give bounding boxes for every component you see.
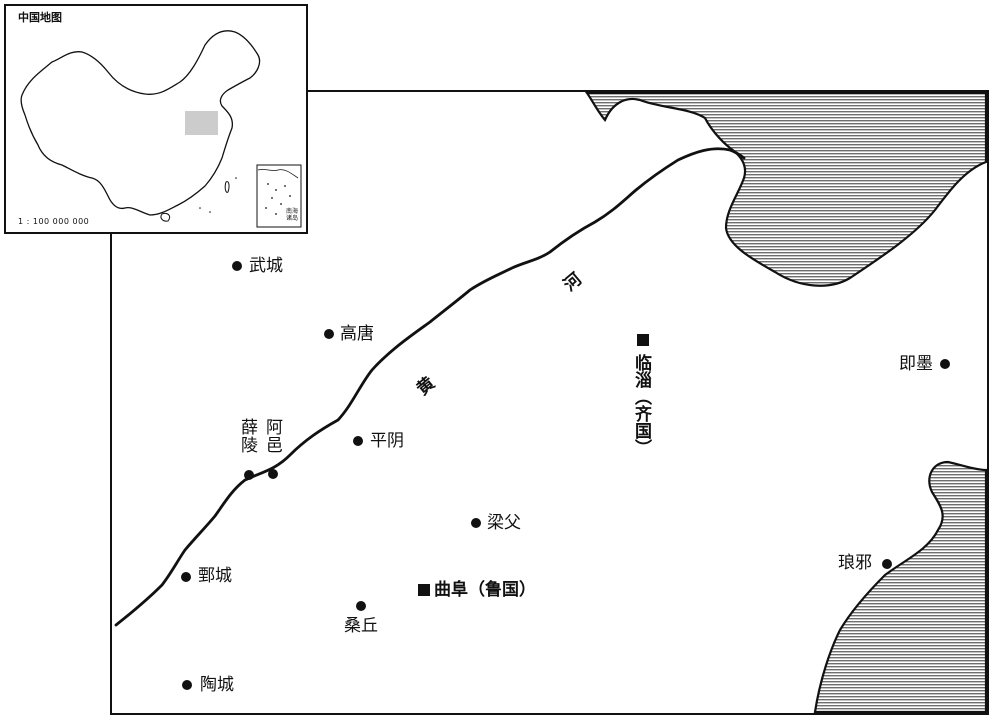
marker-wucheng xyxy=(232,261,242,271)
marker-sangqiu xyxy=(356,601,366,611)
marker-ayi xyxy=(268,469,278,479)
marker-langye xyxy=(882,559,892,569)
marker-gaotang xyxy=(324,329,334,339)
label-liangfu: 梁父 xyxy=(487,513,521,533)
label-ayi: 阿邑 xyxy=(262,418,282,454)
marker-pingyin xyxy=(353,436,363,446)
inset-hainan xyxy=(160,213,171,222)
label-linzi: 临淄（齐国） xyxy=(631,354,651,456)
label-pingyin: 平阴 xyxy=(370,431,404,451)
marker-xueling xyxy=(244,470,254,480)
label-langye: 琅邪 xyxy=(838,553,872,573)
inset-scattered-dots xyxy=(199,177,237,213)
marker-liangfu xyxy=(471,518,481,528)
label-wucheng: 武城 xyxy=(249,256,283,276)
marker-juancheng xyxy=(181,572,191,582)
marker-jimo xyxy=(940,359,950,369)
label-sangqiu: 桑丘 xyxy=(344,616,378,636)
label-jimo: 即墨 xyxy=(899,354,933,374)
inset-south-sea-islands xyxy=(265,183,291,215)
inset-china-outline xyxy=(20,30,261,216)
label-xueling: 薛陵 xyxy=(237,418,257,454)
inset-taiwan xyxy=(224,181,230,193)
sea-yellow-sea xyxy=(813,460,988,714)
marker-linzi xyxy=(637,334,649,346)
marker-taocheng xyxy=(182,680,192,690)
label-taocheng: 陶城 xyxy=(200,675,234,695)
label-juancheng: 鄄城 xyxy=(198,566,232,586)
sea-bohai xyxy=(584,91,988,287)
yellow-river xyxy=(114,147,746,627)
inset-highlight-region xyxy=(185,111,218,135)
label-qufu: 曲阜（鲁国） xyxy=(434,580,536,600)
inset-title: 中国地图 xyxy=(18,11,62,24)
inset-south-sea-label: 南海诸岛 xyxy=(285,208,298,222)
label-gaotang: 高唐 xyxy=(340,324,374,344)
marker-qufu xyxy=(418,584,430,596)
inset-scale: 1 : 100 000 000 xyxy=(18,217,90,226)
inset-south-sea-coast xyxy=(257,169,299,179)
